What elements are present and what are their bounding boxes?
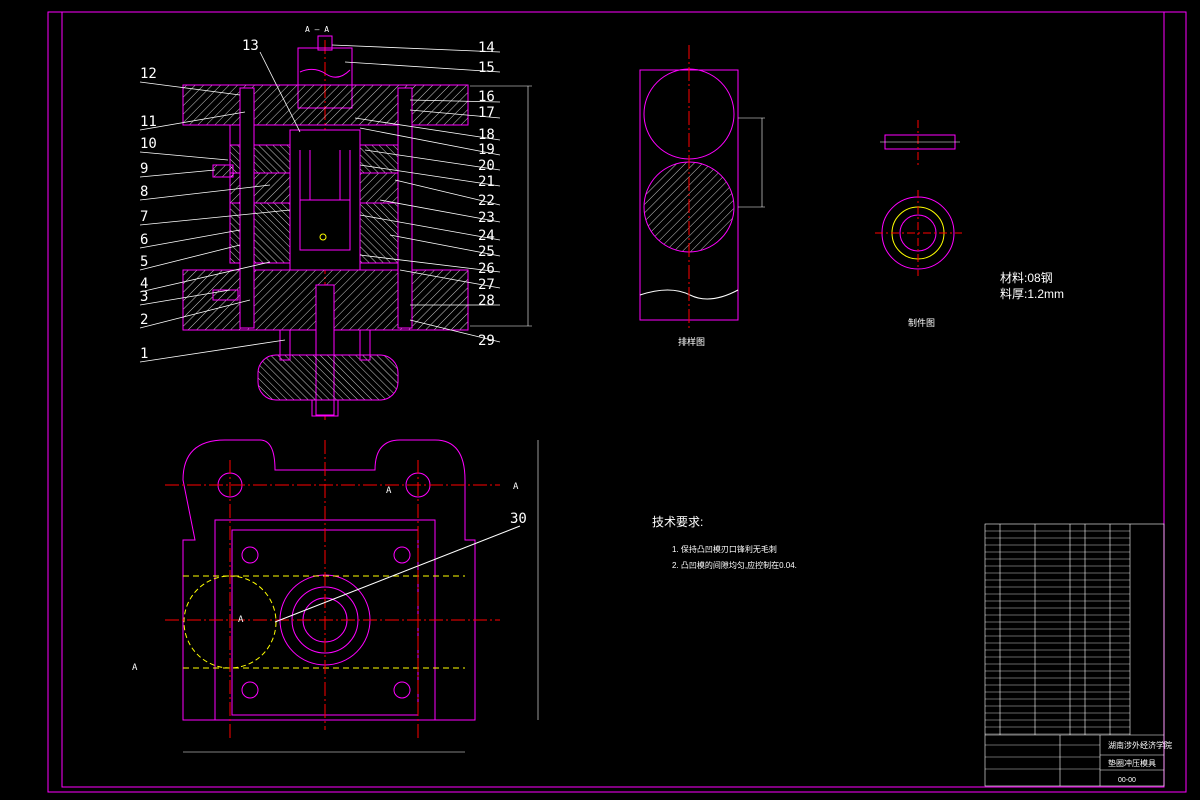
balloons-right bbox=[259, 44, 501, 343]
balloon-14: 14 bbox=[478, 40, 495, 56]
title-block-drawing-no: 00-00 bbox=[1118, 777, 1136, 784]
balloon-24: 24 bbox=[478, 228, 495, 244]
sheet-inner-border bbox=[61, 11, 1165, 788]
part-drawing bbox=[875, 120, 962, 276]
balloon-30: 30 bbox=[510, 511, 527, 527]
title-block-school: 湖南涉外经济学院 bbox=[1108, 740, 1172, 750]
balloon-13: 13 bbox=[242, 38, 259, 54]
balloon-27: 27 bbox=[478, 277, 495, 293]
balloon-3: 3 bbox=[140, 289, 148, 305]
tech-requirement-1: 1. 保持凸凹模刃口锋利无毛刺 bbox=[672, 544, 777, 554]
balloon-12: 12 bbox=[140, 66, 157, 82]
balloon-26: 26 bbox=[478, 261, 495, 277]
title-block-drawing-name: 垫圈冲压模具 bbox=[1108, 758, 1156, 768]
strip-layout bbox=[639, 45, 765, 330]
balloon-15: 15 bbox=[478, 60, 495, 76]
section-mark-top: A bbox=[513, 482, 519, 492]
balloon-23: 23 bbox=[478, 210, 495, 226]
balloons-left bbox=[139, 81, 291, 363]
balloon-21: 21 bbox=[478, 174, 495, 190]
tech-requirements-title: 技术要求: bbox=[652, 515, 703, 529]
balloon-1: 1 bbox=[140, 346, 148, 362]
balloon-4: 4 bbox=[140, 276, 148, 292]
balloon-10: 10 bbox=[140, 136, 157, 152]
section-label: A — A bbox=[305, 25, 329, 34]
balloon-17: 17 bbox=[478, 105, 495, 121]
balloon-28: 28 bbox=[478, 293, 495, 309]
balloon-9: 9 bbox=[140, 161, 148, 177]
sheet-outer-border bbox=[47, 11, 1187, 793]
section-mark-mid: A bbox=[386, 486, 392, 496]
balloon-7: 7 bbox=[140, 209, 148, 225]
balloon-25: 25 bbox=[478, 244, 495, 260]
strip-layout-label: 排样图 bbox=[678, 336, 705, 347]
balloon-19: 19 bbox=[478, 142, 495, 158]
balloon-labels-left: 12 11 10 9 8 7 6 5 4 3 2 1 bbox=[140, 66, 157, 362]
balloon-8: 8 bbox=[140, 184, 148, 200]
balloon-5: 5 bbox=[140, 254, 148, 270]
balloon-11: 11 bbox=[140, 114, 157, 130]
balloon-labels-right: 13 14 15 16 17 18 19 20 21 22 23 24 25 2… bbox=[242, 38, 495, 349]
tech-requirement-2: 2. 凸凹模的间隙均匀,应控制在0.04. bbox=[672, 560, 797, 570]
balloon-29: 29 bbox=[478, 333, 495, 349]
balloon-22: 22 bbox=[478, 193, 495, 209]
section-mark-bottom: A bbox=[132, 663, 138, 673]
plan-view bbox=[165, 439, 539, 753]
balloon-18: 18 bbox=[478, 127, 495, 143]
material-note: 材料:08钢 bbox=[1000, 271, 1053, 285]
balloon-20: 20 bbox=[478, 158, 495, 174]
parts-list-rows bbox=[985, 530, 1130, 770]
balloon-16: 16 bbox=[478, 89, 495, 105]
balloon-2: 2 bbox=[140, 312, 148, 328]
balloon-6: 6 bbox=[140, 232, 148, 248]
thickness-note: 料厚:1.2mm bbox=[1000, 287, 1064, 301]
part-drawing-label: 制件图 bbox=[908, 317, 935, 328]
section-mark-left: A bbox=[238, 615, 244, 625]
